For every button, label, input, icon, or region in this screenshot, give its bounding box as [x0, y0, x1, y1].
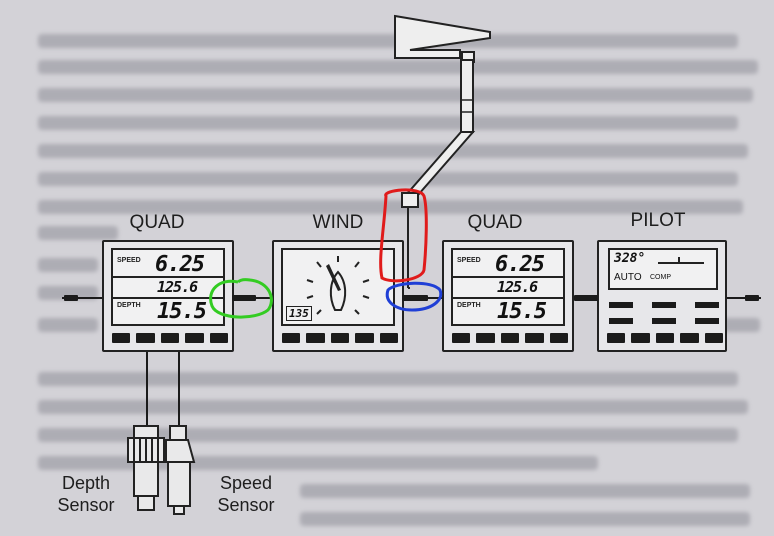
cable-right [727, 297, 761, 299]
pilot-button[interactable] [652, 318, 676, 324]
connector-wind-quad2 [402, 295, 428, 301]
quad2-instrument: SPEED 6.25 125.6 DEPTH 15.5 [442, 240, 574, 352]
pilot-key[interactable] [680, 333, 699, 343]
wind-key[interactable] [379, 333, 399, 343]
quad1-key[interactable] [185, 333, 204, 343]
wind-dial [306, 256, 370, 315]
quad2-title: QUAD [467, 212, 523, 233]
speed-sensor-label: Speed Sensor [217, 473, 275, 515]
wind-value: 135 [286, 306, 312, 321]
quad2-mid-value: 125.6 [497, 278, 538, 296]
wind-key[interactable] [330, 333, 350, 343]
pilot-button[interactable] [695, 302, 719, 308]
wind-keypad [282, 333, 399, 343]
connector-left [64, 295, 78, 301]
pilot-mode: AUTO [614, 272, 642, 283]
wind-key[interactable] [306, 333, 325, 343]
quad1-key[interactable] [160, 333, 180, 343]
quad2-screen: SPEED 6.25 125.6 DEPTH 15.5 [451, 248, 565, 326]
quad1-key[interactable] [112, 333, 131, 343]
quad1-keypad [112, 333, 229, 343]
quad1-title: QUAD [129, 212, 185, 233]
pilot-button-grid [609, 302, 719, 328]
pilot-button[interactable] [652, 302, 676, 308]
pilot-screen: 328° AUTO COMP [608, 248, 718, 290]
wind-title: WIND [312, 212, 364, 233]
green-circle-annotation [209, 278, 273, 319]
quad2-speed-value: 6.25 [495, 252, 545, 277]
pilot-instrument: 328° AUTO COMP [597, 240, 727, 352]
speed-sensor-icon [165, 425, 196, 515]
quad1-mid-value: 125.6 [157, 278, 198, 296]
red-circle-annotation [379, 188, 428, 283]
cable-left [62, 297, 102, 299]
pilot-mode-sub: COMP [650, 274, 671, 281]
depth-sensor-label: Depth Sensor [57, 473, 115, 515]
wind-key[interactable] [355, 333, 374, 343]
quad1-depth-value: 15.5 [157, 299, 207, 324]
pilot-key[interactable] [655, 333, 675, 343]
quad1-instrument: SPEED 6.25 125.6 DEPTH 15.5 [102, 240, 234, 352]
wind-screen: 135 [281, 248, 395, 326]
pilot-heading: 328° [614, 251, 646, 266]
quad1-screen: SPEED 6.25 125.6 DEPTH 15.5 [111, 248, 225, 326]
wind-needle [326, 264, 341, 291]
connector-right [745, 295, 759, 301]
quad1-depth-label: DEPTH [117, 302, 141, 309]
connector-quad1-wind [232, 295, 256, 301]
depth-sensor-wire [146, 352, 148, 428]
quad2-depth-label: DEPTH [457, 302, 481, 309]
quad2-key[interactable] [500, 333, 520, 343]
pilot-button[interactable] [695, 318, 719, 324]
quad2-key[interactable] [549, 333, 569, 343]
pilot-key[interactable] [704, 333, 724, 343]
pilot-keypad [607, 333, 724, 343]
blue-circle-annotation [385, 281, 443, 312]
quad2-keypad [452, 333, 569, 343]
quad1-speed-value: 6.25 [155, 252, 205, 277]
quad1-key[interactable] [209, 333, 229, 343]
wind-key[interactable] [282, 333, 301, 343]
depth-sensor-icon [127, 425, 165, 511]
quad2-key[interactable] [525, 333, 544, 343]
connector-quad2-pilot [574, 295, 598, 301]
quad2-depth-value: 15.5 [497, 299, 547, 324]
pilot-key[interactable] [631, 333, 650, 343]
quad1-speed-label: SPEED [117, 257, 141, 264]
boat-icon [329, 270, 347, 311]
pilot-button[interactable] [609, 318, 633, 324]
pilot-key[interactable] [607, 333, 626, 343]
speed-sensor-wire [178, 352, 180, 428]
pilot-button[interactable] [609, 302, 633, 308]
quad2-key[interactable] [476, 333, 495, 343]
quad2-speed-label: SPEED [457, 257, 481, 264]
quad2-key[interactable] [452, 333, 471, 343]
quad1-key[interactable] [136, 333, 155, 343]
pilot-title: PILOT [630, 210, 686, 231]
